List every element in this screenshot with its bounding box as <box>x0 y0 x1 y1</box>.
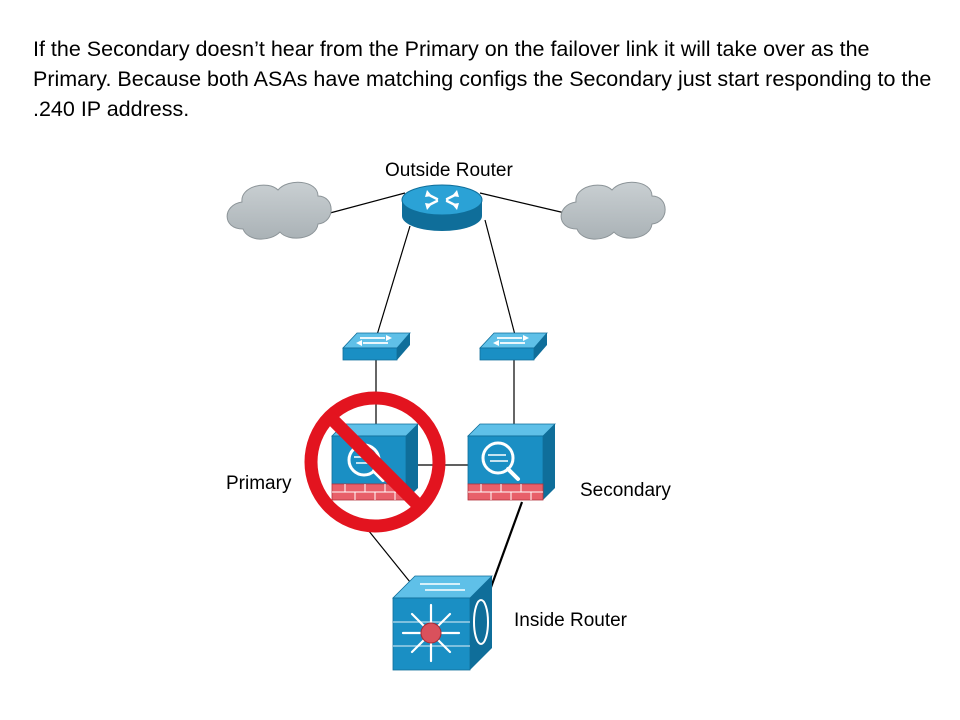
cloud-icon <box>560 181 666 240</box>
link-outside-router-right-switch <box>484 219 516 336</box>
link-left-cloud-outside-router <box>329 192 406 214</box>
inside-router-icon <box>392 575 493 671</box>
inside-router-label: Inside Router <box>514 610 628 631</box>
secondary-label: Secondary <box>580 480 671 501</box>
secondary-asa-icon <box>467 423 556 501</box>
cloud-icon <box>226 181 332 240</box>
right-switch-icon <box>479 332 548 361</box>
left-switch-icon <box>342 332 411 361</box>
link-outside-router-left-switch <box>376 225 411 336</box>
slide-caption: If the Secondary doesn’t hear from the P… <box>33 37 932 121</box>
prohibited-icon <box>304 391 446 533</box>
outside-router-icon <box>401 184 483 231</box>
outside-router-label: Outside Router <box>385 160 513 181</box>
link-right-cloud-outside-router <box>479 192 566 214</box>
primary-label: Primary <box>226 473 292 494</box>
